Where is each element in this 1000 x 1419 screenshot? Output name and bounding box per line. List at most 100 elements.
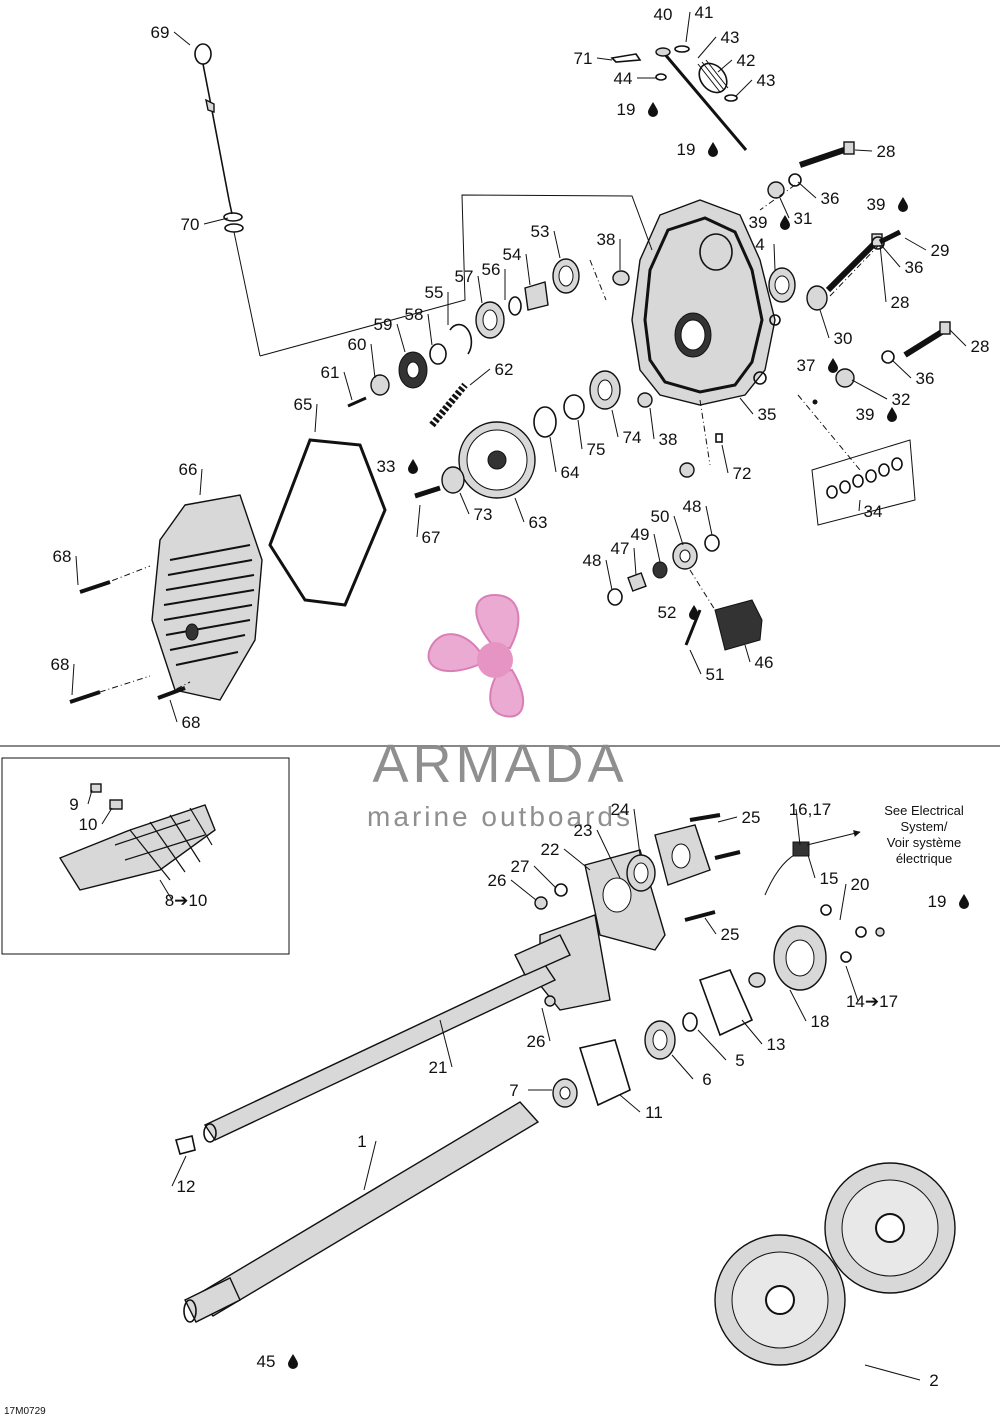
leader-c41 [685,11,691,43]
note-line-4: électrique [896,851,952,866]
leader-c4 [773,243,776,271]
leader-c65 [314,403,318,433]
oil-drop-icon [828,358,838,373]
lower-sprocket-parts [414,370,723,499]
callout-c26a: 26 [488,871,507,890]
callout-c12: 12 [177,1177,196,1196]
leader-c54 [525,253,531,286]
leader-c69 [173,31,191,46]
callout-c28c: 28 [971,337,990,356]
note-line-1: See Electrical [884,803,964,818]
leader-c10 [101,807,113,825]
leader-c6 [671,1054,694,1080]
callout-c1: 1 [357,1132,366,1151]
callout-c52: 52 [658,603,677,622]
callout-c38a: 38 [597,230,616,249]
callout-c59: 59 [374,315,393,334]
oil-drop-icon [689,605,699,620]
leader-c53 [553,230,561,259]
callout-c15: 15 [820,869,839,888]
chaincase-housing [631,199,781,406]
leader-c26b [541,1007,551,1042]
callout-c25b: 25 [721,925,740,944]
callout-c19c: 19 [928,892,947,911]
callout-c68a: 68 [53,547,72,566]
callout-c38b: 38 [659,430,678,449]
callout-c39b: 39 [867,195,886,214]
callout-c60: 60 [348,335,367,354]
callout-c71: 71 [574,49,593,68]
leader-c70 [203,217,229,225]
callout-c35: 35 [758,405,777,424]
callout-c29: 29 [931,241,950,260]
tensioner-assembly [607,534,763,651]
callout-c32: 32 [892,390,911,409]
assembly-arrow [259,194,653,357]
callout-c30: 30 [834,329,853,348]
callout-c28b: 28 [891,293,910,312]
leader-c50 [673,515,684,546]
callout-c74: 74 [623,428,642,447]
leader-c18 [789,989,807,1022]
leader-c28b [879,244,887,303]
leader-c36a [797,181,817,199]
leader-c34 [858,499,861,512]
leader-c64 [549,436,557,473]
callout-c6: 6 [702,1070,711,1089]
leader-c48b [605,559,613,591]
callout-c39a: 39 [749,213,768,232]
callout-c68c: 68 [182,713,201,732]
leader-c9 [87,789,93,805]
callout-c48b: 48 [583,551,602,570]
callout-c39c: 39 [856,405,875,424]
leader-c48a [705,505,713,536]
leader-c13 [741,1019,763,1045]
callout-c75: 75 [587,440,606,459]
callout-c69: 69 [151,23,170,42]
callout-c46: 46 [755,653,774,672]
brand-name: ARMADA [372,734,627,794]
leader-c57 [477,275,483,304]
callout-c18: 18 [811,1012,830,1031]
callout-c33: 33 [377,457,396,476]
leader-c63 [514,497,525,523]
leader-c28a [854,149,873,152]
track-illustration [58,783,216,891]
callout-c44: 44 [614,69,633,88]
callout-c37: 37 [797,356,816,375]
leader-c46 [744,644,751,663]
oil-drop-icon [887,407,897,422]
callout-c5: 5 [735,1051,744,1070]
callout-c49: 49 [631,525,650,544]
leader-c22 [563,848,591,871]
callout-c21: 21 [429,1058,448,1077]
oil-drop-icon [408,459,418,474]
leader-c71 [596,57,613,61]
callout-c54: 54 [503,245,522,264]
leader-c8to10 [159,879,173,901]
callout-leaders [71,11,967,1381]
callout-c20: 20 [851,875,870,894]
electrical-note: See Electrical System/ Voir système élec… [884,803,964,866]
leader-c28c [949,329,967,347]
callout-c63: 63 [529,513,548,532]
oil-drop-icon [288,1354,298,1369]
leader-c66 [199,468,203,496]
callout-c19b: 19 [677,140,696,159]
callout-c8to10: 8➔10 [165,891,208,910]
leader-c23 [596,829,621,879]
leader-c21 [439,1019,453,1068]
callout-c61: 61 [321,363,340,382]
leader-c42 [717,59,733,73]
callout-c55: 55 [425,283,444,302]
speed-sensor-parts [552,841,885,1108]
leader-c59 [396,323,406,353]
leader-c24 [633,808,641,856]
callout-c43b: 43 [757,71,776,90]
callout-c27: 27 [511,857,530,876]
leader-c68b [71,663,75,696]
callout-c40: 40 [654,5,673,24]
leader-c68c [169,699,178,723]
callout-c31: 31 [794,209,813,228]
